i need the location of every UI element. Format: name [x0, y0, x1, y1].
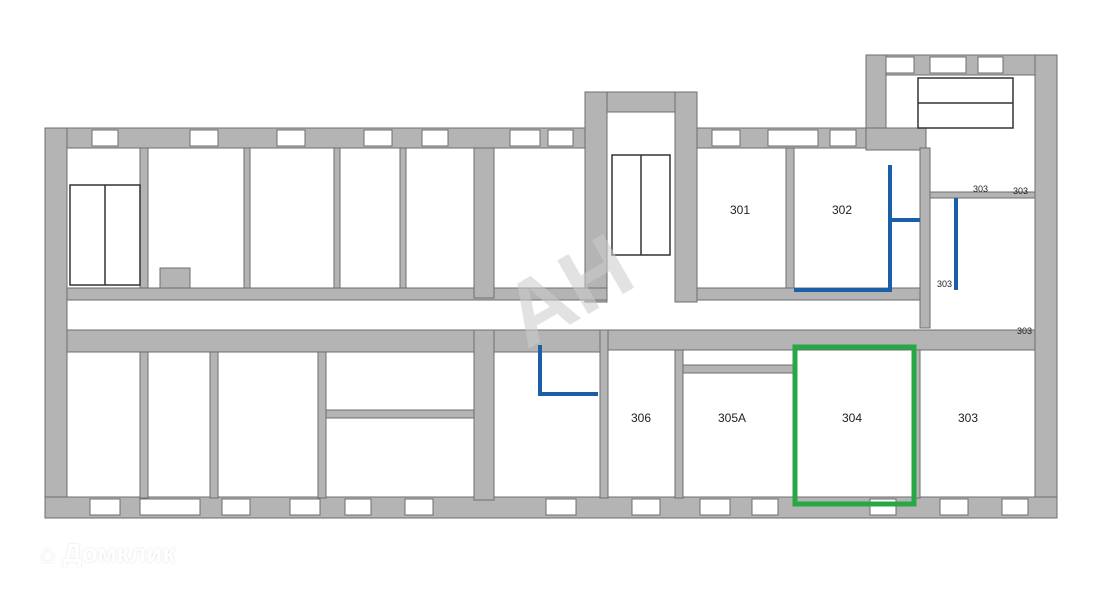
room-label-305a: 305А — [718, 411, 746, 425]
stairs — [69, 77, 1014, 286]
room-label-303-wc2: 303 — [1013, 186, 1028, 196]
room-label-304: 304 — [842, 411, 862, 425]
blue-partitions — [538, 165, 958, 396]
domclick-text: Домклик — [62, 538, 176, 568]
windows — [89, 56, 1029, 516]
room-304-highlight[interactable] — [792, 344, 917, 507]
room-label-303-hall: 303 — [937, 279, 952, 289]
room-label-306: 306 — [631, 411, 651, 425]
room-label-301: 301 — [730, 203, 750, 217]
room-labels: 301 302 303 303 303 303 303 304 305А 306 — [631, 184, 1032, 425]
domclick-watermark: ⌂ Домклик — [40, 538, 175, 569]
room-label-303-wc: 303 — [973, 184, 988, 194]
room-label-303-small: 303 — [1017, 326, 1032, 336]
room-label-302: 302 — [832, 203, 852, 217]
domclick-logo-icon: ⌂ — [40, 538, 63, 568]
room-label-303: 303 — [958, 411, 978, 425]
